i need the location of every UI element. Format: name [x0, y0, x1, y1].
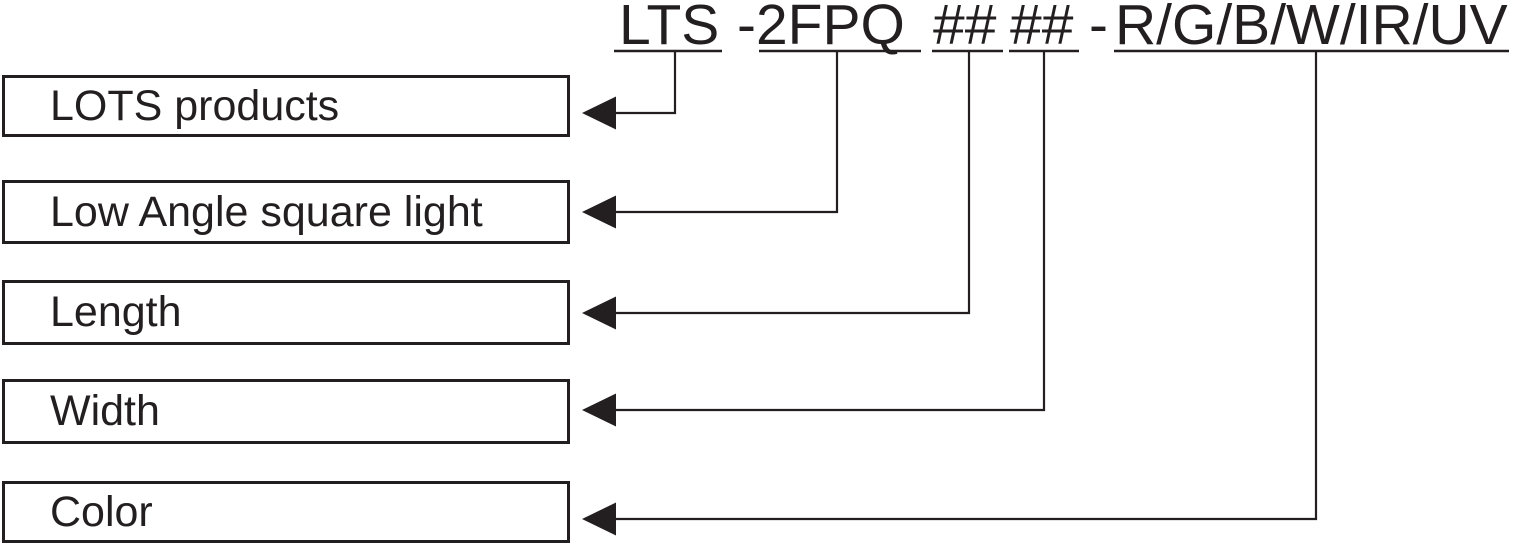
- legend-box-width: Width: [2, 379, 570, 444]
- connector-length-line: [615, 52, 971, 315]
- code-segment-length: ##: [933, 0, 997, 57]
- left-arrow-icon: [582, 96, 616, 130]
- code-segment-color-options: R/G/B/W/IR/UV: [1115, 0, 1508, 57]
- connector-series-line: [615, 52, 677, 115]
- left-arrow-icon: [582, 393, 616, 427]
- left-arrow-icon: [582, 296, 616, 330]
- code-segment-type: -2FPQ: [737, 0, 905, 57]
- legend-label-width: Width: [50, 387, 160, 435]
- code-segment-width: ##: [1010, 0, 1074, 57]
- legend-box-color: Color: [2, 481, 570, 543]
- connector-color-line: [615, 52, 1318, 521]
- legend-box-length: Length: [2, 280, 570, 345]
- legend-label-length: Length: [50, 288, 182, 336]
- left-arrow-icon: [582, 195, 616, 229]
- legend-box-series: LOTS products: [2, 75, 570, 137]
- connector-type-line: [615, 52, 839, 214]
- legend-label-series: LOTS products: [50, 81, 340, 130]
- left-arrow-icon: [582, 502, 616, 536]
- legend-label-type: Low Angle square light: [50, 187, 483, 236]
- legend-box-type: Low Angle square light: [2, 180, 570, 244]
- legend-label-color: Color: [50, 487, 153, 536]
- code-segment-series: LTS: [619, 0, 720, 57]
- code-segment-separator: -: [1089, 0, 1108, 57]
- connector-width-line: [615, 52, 1046, 412]
